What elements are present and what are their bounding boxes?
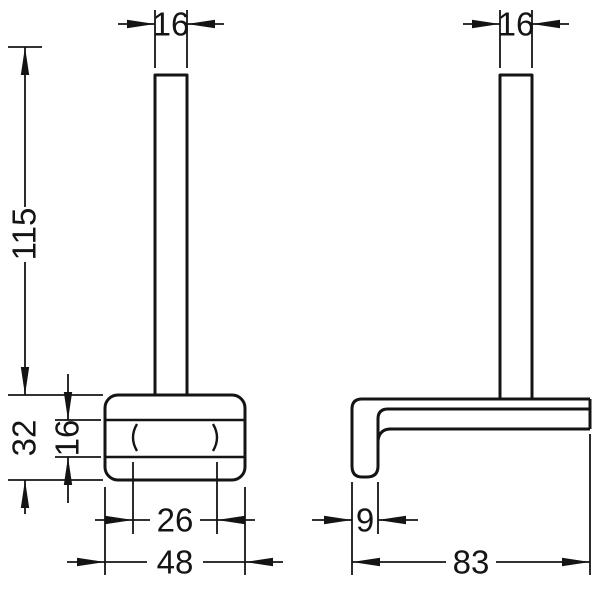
dim-front-inner-width: 26 <box>95 462 255 539</box>
front-right-arc-detail <box>211 423 219 452</box>
dim-front-body-height-label: 32 <box>6 420 43 457</box>
side-post-outline <box>498 73 534 399</box>
side-view: 16 9 83 <box>312 6 592 581</box>
side-bracket-outline <box>350 397 590 479</box>
dim-front-total-height: 115 <box>6 46 103 396</box>
front-left-arc-detail <box>131 423 139 452</box>
dim-front-inner-height: 16 <box>49 374 101 503</box>
dim-front-body-width-label: 48 <box>157 544 194 581</box>
dim-front-total-height-label: 115 <box>6 208 43 261</box>
dim-side-post-width-label: 16 <box>498 6 535 43</box>
dim-front-post-width-label: 16 <box>153 6 190 43</box>
side-bracket-underside-line <box>376 427 590 442</box>
front-post-outline <box>153 73 189 396</box>
dim-side-total-depth: 83 <box>351 434 591 581</box>
dim-front-inner-height-label: 16 <box>49 420 86 457</box>
dim-front-inner-width-label: 26 <box>157 502 194 539</box>
dim-front-post-width: 16 <box>118 6 224 68</box>
dim-side-total-depth-label: 83 <box>453 544 490 581</box>
front-view: 16 115 32 16 <box>6 6 283 581</box>
dim-front-body-height: 32 <box>6 420 103 514</box>
dim-front-body-width: 48 <box>67 487 283 581</box>
dim-side-post-width: 16 <box>463 6 569 68</box>
dim-side-lip-depth-label: 9 <box>356 502 374 539</box>
front-body-outline <box>103 393 247 482</box>
dim-side-lip-depth: 9 <box>312 482 418 539</box>
